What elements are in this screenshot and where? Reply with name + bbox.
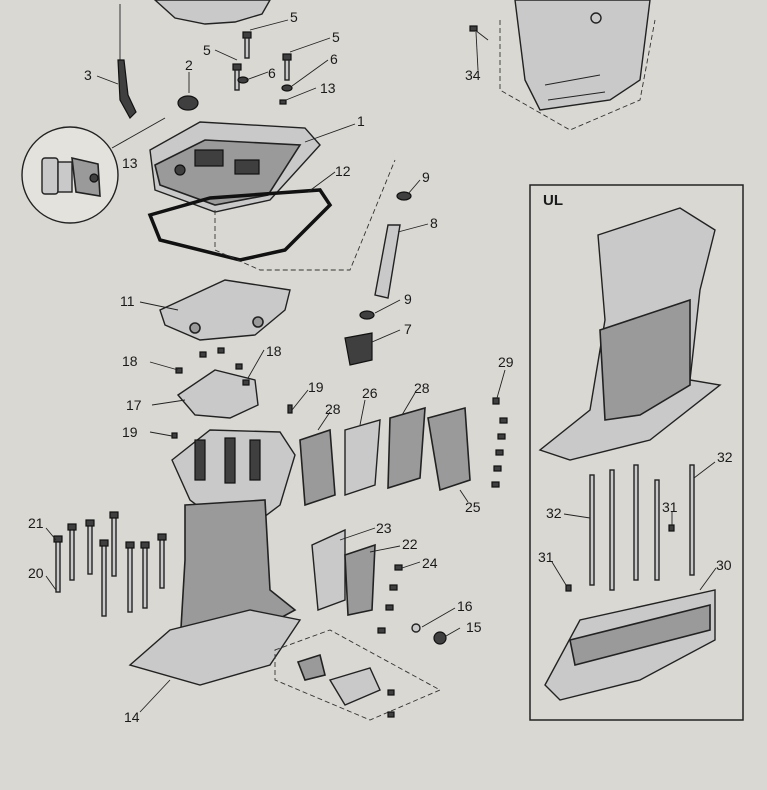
callout-19: 19 <box>122 424 138 440</box>
callout-5: 5 <box>332 29 340 45</box>
callout-1: 1 <box>357 113 365 129</box>
callout-7: 7 <box>404 321 412 337</box>
panel-title: UL <box>543 192 563 209</box>
callout-13: 13 <box>320 80 336 96</box>
gasket-large <box>147 188 333 262</box>
callout-28: 28 <box>325 401 341 417</box>
callout-9: 9 <box>404 291 412 307</box>
callout-6: 6 <box>268 65 276 81</box>
dipstick-tube <box>117 59 137 119</box>
bottom-parts <box>274 623 447 721</box>
plate-17-assembly <box>171 347 293 439</box>
callout-18: 18 <box>122 353 138 369</box>
callout-30: 30 <box>716 557 732 573</box>
callout-17: 17 <box>126 397 142 413</box>
callout-8: 8 <box>430 215 438 231</box>
callout-9: 9 <box>422 169 430 185</box>
callout-20: 20 <box>28 565 44 581</box>
callout-19: 19 <box>308 379 324 395</box>
callout-6: 6 <box>330 51 338 67</box>
housing-fragment <box>499 0 656 131</box>
callout-32: 32 <box>717 449 733 465</box>
top-cover <box>149 121 321 213</box>
detail-magnifier <box>21 117 166 224</box>
callout-25: 25 <box>465 499 481 515</box>
engine-block-fragment <box>119 0 271 60</box>
callout-21: 21 <box>28 515 44 531</box>
callout-12: 12 <box>335 163 351 179</box>
callout-11: 11 <box>120 293 135 309</box>
cover-bolts <box>232 31 293 105</box>
callout-16: 16 <box>457 598 473 614</box>
bolts-row-25 <box>491 417 508 488</box>
callout-14: 14 <box>124 709 140 725</box>
water-tube <box>344 191 412 366</box>
filler-plug <box>177 95 199 111</box>
callout-23: 23 <box>376 520 392 536</box>
callout-24: 24 <box>422 555 438 571</box>
separator-plate <box>159 279 291 341</box>
callout-5: 5 <box>203 42 211 58</box>
callout-3: 3 <box>84 67 92 83</box>
driveshaft-housing <box>128 429 302 686</box>
callout-29: 29 <box>498 354 514 370</box>
long-bolts <box>53 511 167 617</box>
callout-18: 18 <box>266 343 282 359</box>
callout-22: 22 <box>402 536 418 552</box>
callout-2: 2 <box>185 57 193 73</box>
callout-26: 26 <box>362 385 378 401</box>
bolts-24 <box>377 564 403 634</box>
ul-panel: UL <box>529 184 744 721</box>
callout-28: 28 <box>414 380 430 396</box>
callout-15: 15 <box>466 619 482 635</box>
callout-5: 5 <box>290 9 298 25</box>
lower-plates <box>311 528 376 616</box>
callout-31: 31 <box>538 549 554 565</box>
callout-31: 31 <box>662 499 678 515</box>
callout-34: 34 <box>465 67 481 83</box>
callout-13: 13 <box>122 155 138 171</box>
callout-labels: 5 5 5 6 6 2 3 13 13 1 12 9 8 9 7 11 18 1… <box>28 9 733 725</box>
screw-34 <box>469 25 489 41</box>
exhaust-plates <box>299 397 500 507</box>
leader-lines <box>45 19 717 713</box>
callout-32: 32 <box>546 505 562 521</box>
